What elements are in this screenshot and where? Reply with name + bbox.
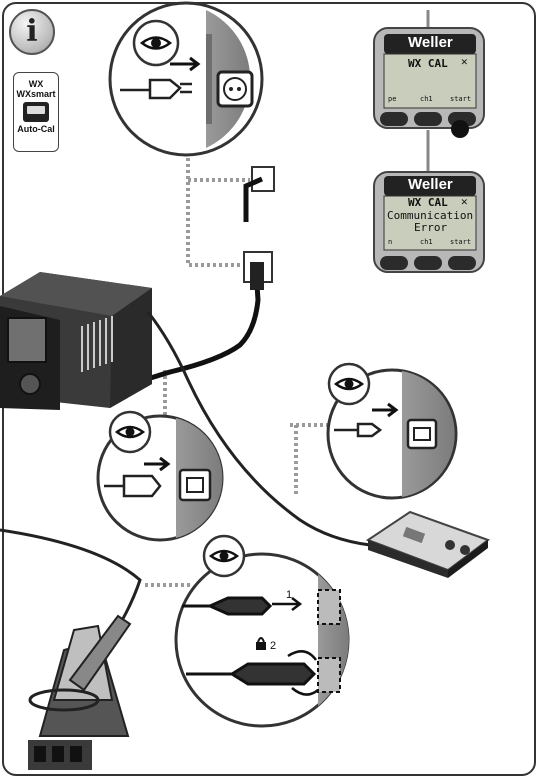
step-2-label: 2 bbox=[270, 640, 277, 652]
dotted-guides bbox=[145, 140, 340, 587]
model-line-1: WX bbox=[28, 79, 44, 89]
display-bottom-title: WX CAL bbox=[408, 196, 448, 209]
shuffle-icon: ✕ bbox=[461, 55, 468, 68]
display-top-title: WX CAL bbox=[408, 57, 448, 70]
soldering-station bbox=[0, 272, 371, 547]
display-bottom-softkey-2: ch1 bbox=[420, 238, 433, 246]
usb-connector-callout bbox=[326, 362, 458, 500]
display-top bbox=[373, 10, 485, 172]
power-socket-callout bbox=[108, 1, 264, 157]
display-bottom bbox=[373, 171, 485, 273]
display-top-softkey-1: pe bbox=[388, 95, 397, 103]
display-bottom-message-2: Error bbox=[414, 221, 448, 234]
display-bottom-message-1: Communication bbox=[387, 209, 474, 222]
display-top-brand: Weller bbox=[408, 34, 453, 51]
display-top-softkey-3: start bbox=[450, 95, 472, 103]
display-bottom-softkey-1: n bbox=[388, 238, 393, 246]
display-top-softkey-2: ch1 bbox=[420, 95, 433, 103]
station-icon bbox=[23, 102, 49, 122]
model-line-3: Auto-Cal bbox=[17, 124, 55, 134]
bayonet-connector-callout bbox=[174, 534, 350, 728]
step-1-label: 1 bbox=[286, 589, 293, 601]
model-card: WX WXsmart Auto-Cal bbox=[13, 72, 59, 152]
power-inlet-callout bbox=[96, 410, 224, 542]
calibration-device bbox=[365, 510, 491, 578]
soldering-iron-holder bbox=[0, 528, 142, 770]
display-bottom-softkey-3: start bbox=[450, 238, 472, 246]
info-icon: i bbox=[9, 9, 55, 55]
info-glyph: i bbox=[26, 14, 38, 49]
display-bottom-brand: Weller bbox=[408, 176, 453, 193]
model-line-2: WXsmart bbox=[16, 89, 56, 99]
shuffle-icon-2: ✕ bbox=[461, 195, 468, 208]
wall-sockets bbox=[144, 166, 275, 383]
